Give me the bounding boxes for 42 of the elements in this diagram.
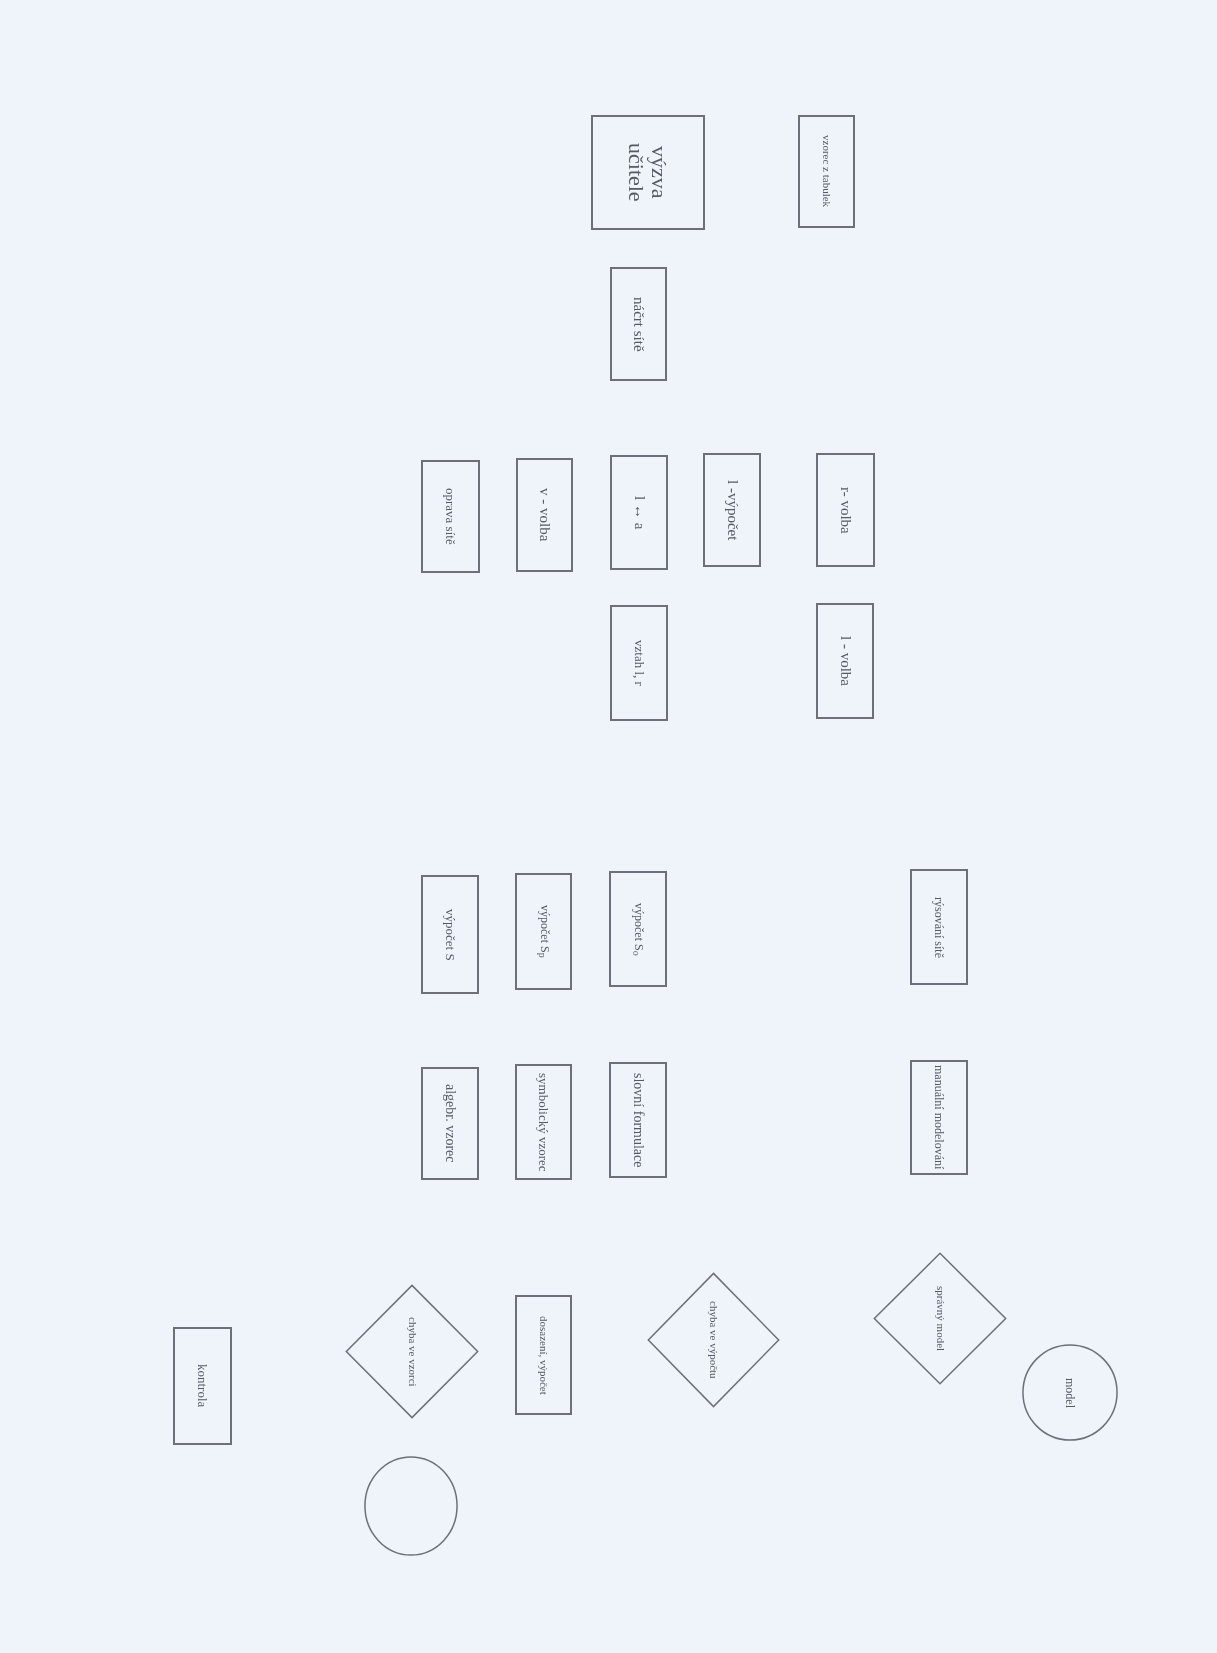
node-label: r- volba	[837, 486, 854, 534]
node-label: výzva učitele	[624, 142, 672, 204]
node-label: l -výpočet	[724, 479, 740, 541]
node-label: slovní formulace	[630, 1072, 646, 1168]
process-box	[798, 115, 855, 228]
process-box	[515, 873, 572, 990]
node-label: algebr. vzorec	[442, 1084, 458, 1163]
process-box	[421, 1067, 479, 1180]
process-box	[515, 1064, 572, 1180]
node-label: l ↔ a	[631, 495, 647, 530]
process-box	[910, 1060, 968, 1175]
process-box	[910, 869, 968, 985]
node-label: výpočet S	[443, 908, 457, 961]
node-label: vztah l, r	[632, 640, 646, 686]
node-label: v - volba	[536, 488, 553, 542]
process-box	[816, 453, 875, 567]
process-box	[609, 1062, 667, 1178]
node-label: správný model	[934, 1285, 946, 1352]
node-label: l - volba	[837, 636, 853, 686]
process-box	[173, 1327, 232, 1445]
node-label: oprava sítě	[443, 488, 458, 545]
node-label: náčrt sítě	[630, 296, 647, 352]
process-box	[610, 267, 667, 381]
process-box	[703, 453, 761, 567]
node-label: dosazení, výpočet	[537, 1315, 550, 1395]
node-label: vzorec z tabulek	[820, 135, 833, 208]
node-label: kontrola	[195, 1364, 210, 1408]
node-label: chyba ve vzorci	[406, 1316, 418, 1387]
process-box	[421, 875, 479, 994]
process-box	[610, 605, 668, 721]
node-label: symbolický vzorec	[536, 1072, 551, 1172]
process-box	[610, 455, 668, 570]
process-box	[421, 460, 480, 573]
process-box	[609, 871, 667, 987]
process-box	[591, 115, 705, 230]
process-box	[516, 458, 573, 572]
node-label: chyba ve výpočtu	[707, 1301, 720, 1379]
process-box	[515, 1295, 572, 1415]
node-label: manuální modelování	[932, 1065, 946, 1170]
node-label: rýsování sítě	[932, 896, 946, 958]
node-label: model	[1063, 1377, 1077, 1408]
process-box	[816, 603, 874, 719]
